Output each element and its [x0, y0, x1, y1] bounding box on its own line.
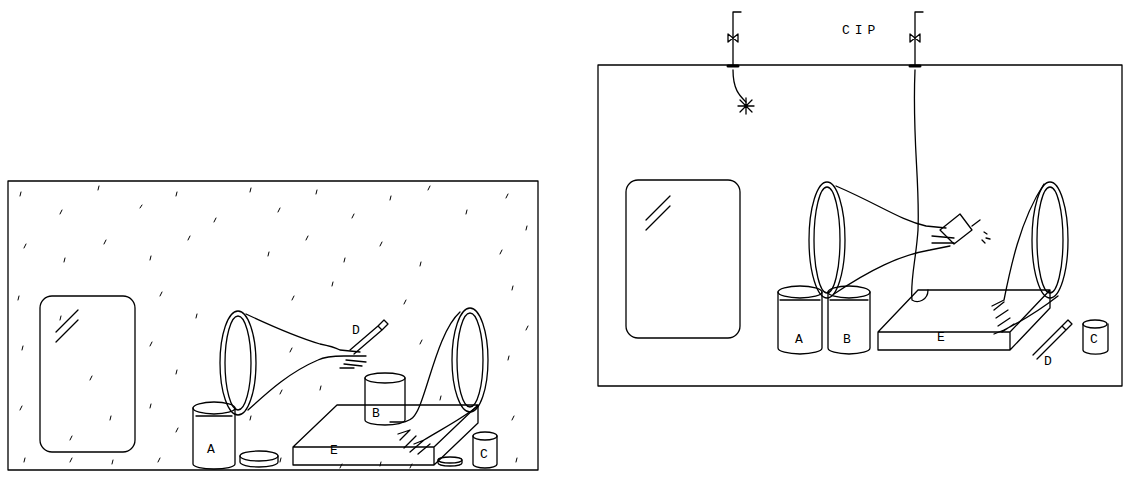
jar: [828, 292, 870, 354]
wash-hose: [912, 70, 928, 302]
callout-letter: D: [1044, 355, 1052, 368]
jar: [473, 436, 497, 468]
glove-port: [220, 311, 256, 415]
jar-neck: [830, 299, 868, 300]
spray-nozzle: [738, 98, 754, 114]
pipette: [1033, 320, 1072, 359]
jar-neck: [196, 415, 232, 416]
spray-hose: [733, 70, 746, 102]
contamination-specks: [18, 186, 528, 468]
jar-neck: [780, 299, 820, 300]
callout-letter: E: [937, 331, 945, 344]
glove-port: [1032, 182, 1068, 298]
pipe-flange: [728, 65, 920, 68]
callout-letter: B: [372, 407, 380, 420]
callout-letter: C: [1090, 333, 1098, 346]
jar: [365, 378, 405, 425]
left-glove: [246, 314, 366, 410]
jar-lid: [240, 451, 278, 461]
viewing-window: [40, 296, 135, 452]
glove-port: [814, 187, 840, 293]
pipette: [350, 320, 388, 354]
jar-rim: [193, 402, 235, 414]
jar: [778, 292, 822, 354]
left-glove: [834, 186, 954, 294]
jar-rim: [365, 373, 405, 383]
callout-letter: C: [480, 448, 488, 461]
jar-rim: [778, 286, 822, 298]
right-glove: [992, 184, 1058, 334]
glass-glare: [646, 196, 670, 230]
jar-rim: [828, 286, 870, 298]
glove-port: [225, 316, 251, 410]
work-plate: [293, 405, 478, 465]
cip-pipe: [733, 12, 923, 65]
glovebox-outline: [598, 65, 1122, 386]
callout-letter: A: [207, 443, 215, 456]
glove-port: [809, 182, 845, 298]
glove-port: [457, 313, 483, 407]
jar: [193, 408, 235, 469]
glove-port: [1037, 187, 1063, 293]
callout-letter: D: [352, 324, 360, 337]
right-glove: [390, 312, 478, 454]
work-plate: [878, 290, 1050, 350]
glovebox-outline: [8, 181, 538, 470]
callout-letter: B: [843, 333, 851, 346]
glove-port: [452, 308, 488, 412]
cip-label: CIP: [842, 24, 880, 37]
jar-rim: [473, 432, 497, 440]
jar-lid: [438, 457, 462, 463]
callout-letter: A: [795, 333, 803, 346]
viewing-window: [626, 180, 740, 338]
callout-letter: E: [330, 444, 338, 457]
jar-rim: [1083, 320, 1107, 328]
spray-gun: [940, 214, 990, 244]
glass-glare: [56, 310, 78, 342]
valve-symbol: [728, 34, 920, 42]
